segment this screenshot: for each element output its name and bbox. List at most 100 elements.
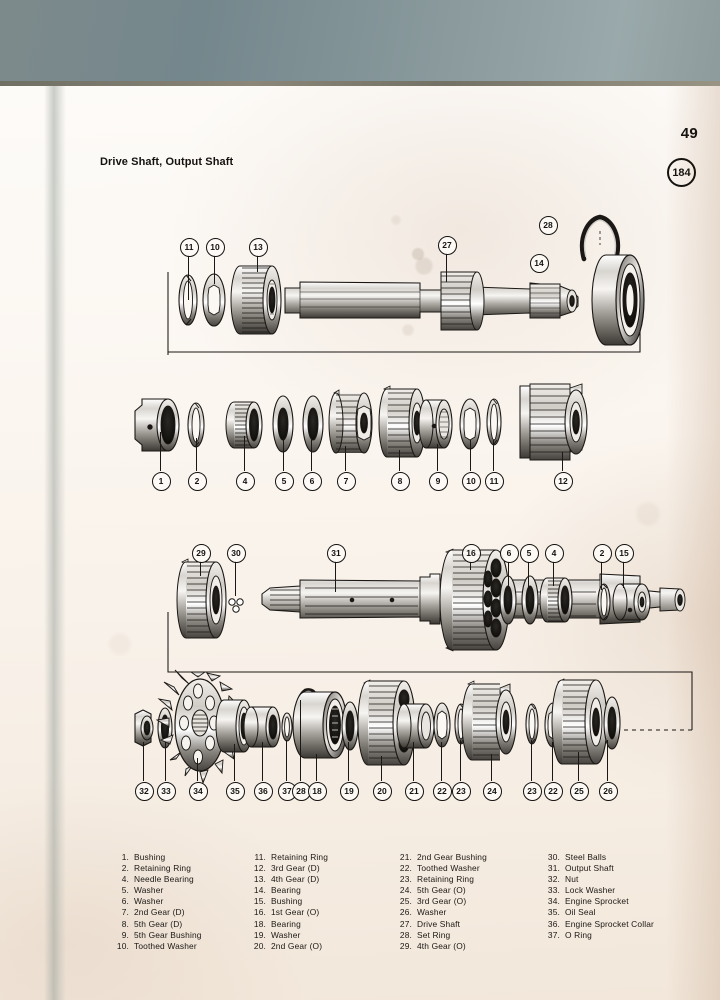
legend-item-number: 22. [399, 863, 412, 874]
part-toothed-washer-10 [202, 273, 226, 327]
legend-item-label: Output Shaft [565, 863, 614, 874]
callout-number-7: 7 [336, 471, 356, 491]
legend-item-label: Engine Sprocket [565, 896, 629, 907]
part-5th-gear-o-24 [461, 680, 517, 761]
legend-item: 5. Washer [110, 885, 247, 896]
legend-item: 37.O Ring [541, 930, 690, 941]
legend-item-number: 35. [547, 907, 560, 918]
legend-item-number: 18. [253, 918, 266, 929]
callout-number-36: 36 [253, 781, 273, 801]
scanner-background-band [0, 0, 720, 86]
part-steel-balls-30 [228, 598, 244, 613]
part-o-ring-37 [281, 712, 293, 742]
legend-item: 33.Lock Washer [541, 885, 690, 896]
callout-leader-line [197, 758, 198, 781]
legend-item: 21.2nd Gear Bushing [393, 852, 541, 863]
callout-leader-line [578, 752, 579, 781]
part-bushing-15 [612, 583, 651, 621]
legend-item-label: Steel Balls [565, 852, 607, 862]
part-washer-5b [521, 575, 539, 625]
callout-number-27: 27 [437, 235, 457, 255]
legend-item-label: Toothed Washer [417, 863, 480, 874]
callout-number-21: 21 [404, 781, 424, 801]
legend-item: 19.Washer [247, 930, 393, 941]
callout-leader-line [491, 754, 492, 781]
callout-number-23: 23 [451, 781, 471, 801]
legend-item: 25.3rd Gear (O) [393, 896, 541, 907]
callout-number-11: 11 [179, 237, 199, 257]
legend-item: 9.5th Gear Bushing [110, 930, 247, 941]
legend-item-label: Washer [134, 885, 164, 896]
callout-leader-line [460, 740, 461, 781]
legend-item: 7.2nd Gear (D) [110, 907, 247, 918]
part-bearing-14 [591, 254, 645, 346]
legend-item-number: 34. [547, 896, 560, 907]
callout-leader-line [437, 444, 438, 471]
callout-leader-line [441, 742, 442, 781]
callout-number-12: 12 [553, 471, 573, 491]
legend-item: 15.Bushing [247, 896, 393, 907]
legend-item-number: 36. [547, 918, 560, 929]
callout-number-8: 8 [390, 471, 410, 491]
callout-number-14: 14 [529, 253, 549, 273]
legend-item: 29.4th Gear (O) [393, 941, 541, 952]
callout-number-18: 18 [307, 781, 327, 801]
callout-leader-line [531, 740, 532, 781]
callout-leader-line [446, 253, 447, 282]
legend-item-label: Nut [565, 874, 579, 885]
legend-item: 24.5th Gear (O) [393, 885, 541, 896]
legend-item: 26.Washer [393, 907, 541, 918]
legend-item-number: 16. [253, 907, 266, 918]
assembly-drive-shaft-assembled [178, 214, 645, 346]
legend-item: 35.Oil Seal [541, 907, 690, 918]
callout-number-6: 6 [302, 471, 322, 491]
callout-leader-line [244, 436, 245, 471]
part-set-ring-28 [579, 214, 621, 262]
legend-item: 4.Needle Bearing [110, 874, 247, 885]
callout-leader-line [470, 440, 471, 471]
legend-item: 28.Set Ring [393, 930, 541, 941]
part-drive-shaft-27 [284, 271, 579, 331]
callout-number-35: 35 [225, 781, 245, 801]
callout-leader-line [143, 742, 144, 781]
callout-leader-line [214, 255, 215, 284]
callout-number-30: 30 [226, 543, 246, 563]
callout-number-9: 9 [428, 471, 448, 491]
legend-item-label: 4th Gear (D) [271, 874, 320, 885]
legend-item-label: Washer [417, 907, 447, 918]
legend-item: 6.Washer [110, 896, 247, 907]
legend-item-number: 13. [253, 874, 266, 885]
legend-item-label: Engine Sprocket Collar [565, 918, 654, 929]
legend-item-number: 5. [121, 885, 129, 896]
assembly-drive-shaft-exploded [134, 383, 588, 461]
callout-number-24: 24 [482, 781, 502, 801]
part-retaining-ring-11b [486, 398, 502, 446]
callout-number-4: 4 [544, 543, 564, 563]
legend-item: 12.3rd Gear (D) [247, 863, 393, 874]
callout-number-28: 28 [538, 215, 558, 235]
part-bearing-18 [292, 691, 348, 759]
callout-leader-line [283, 438, 284, 471]
callout-leader-line [348, 742, 349, 781]
legend-item: 23.Retaining Ring [393, 874, 541, 885]
legend-item-number: 20. [253, 940, 266, 951]
callout-number-33: 33 [156, 781, 176, 801]
callout-number-10: 10 [205, 237, 225, 257]
legend-item-number: 19. [253, 929, 266, 940]
part-5th-gear-d-8 [378, 385, 426, 458]
part-4th-gear-d-13 [230, 265, 282, 335]
callout-number-29: 29 [191, 543, 211, 563]
legend-item-label: Retaining Ring [134, 863, 192, 874]
legend-item-label: 3rd Gear (O) [417, 896, 467, 907]
callout-number-31: 31 [326, 543, 346, 563]
legend-item-number: 9. [121, 929, 129, 940]
callout-leader-line [316, 754, 317, 781]
legend-item: 18.Bearing [247, 919, 393, 930]
part-washer-19 [341, 701, 359, 751]
